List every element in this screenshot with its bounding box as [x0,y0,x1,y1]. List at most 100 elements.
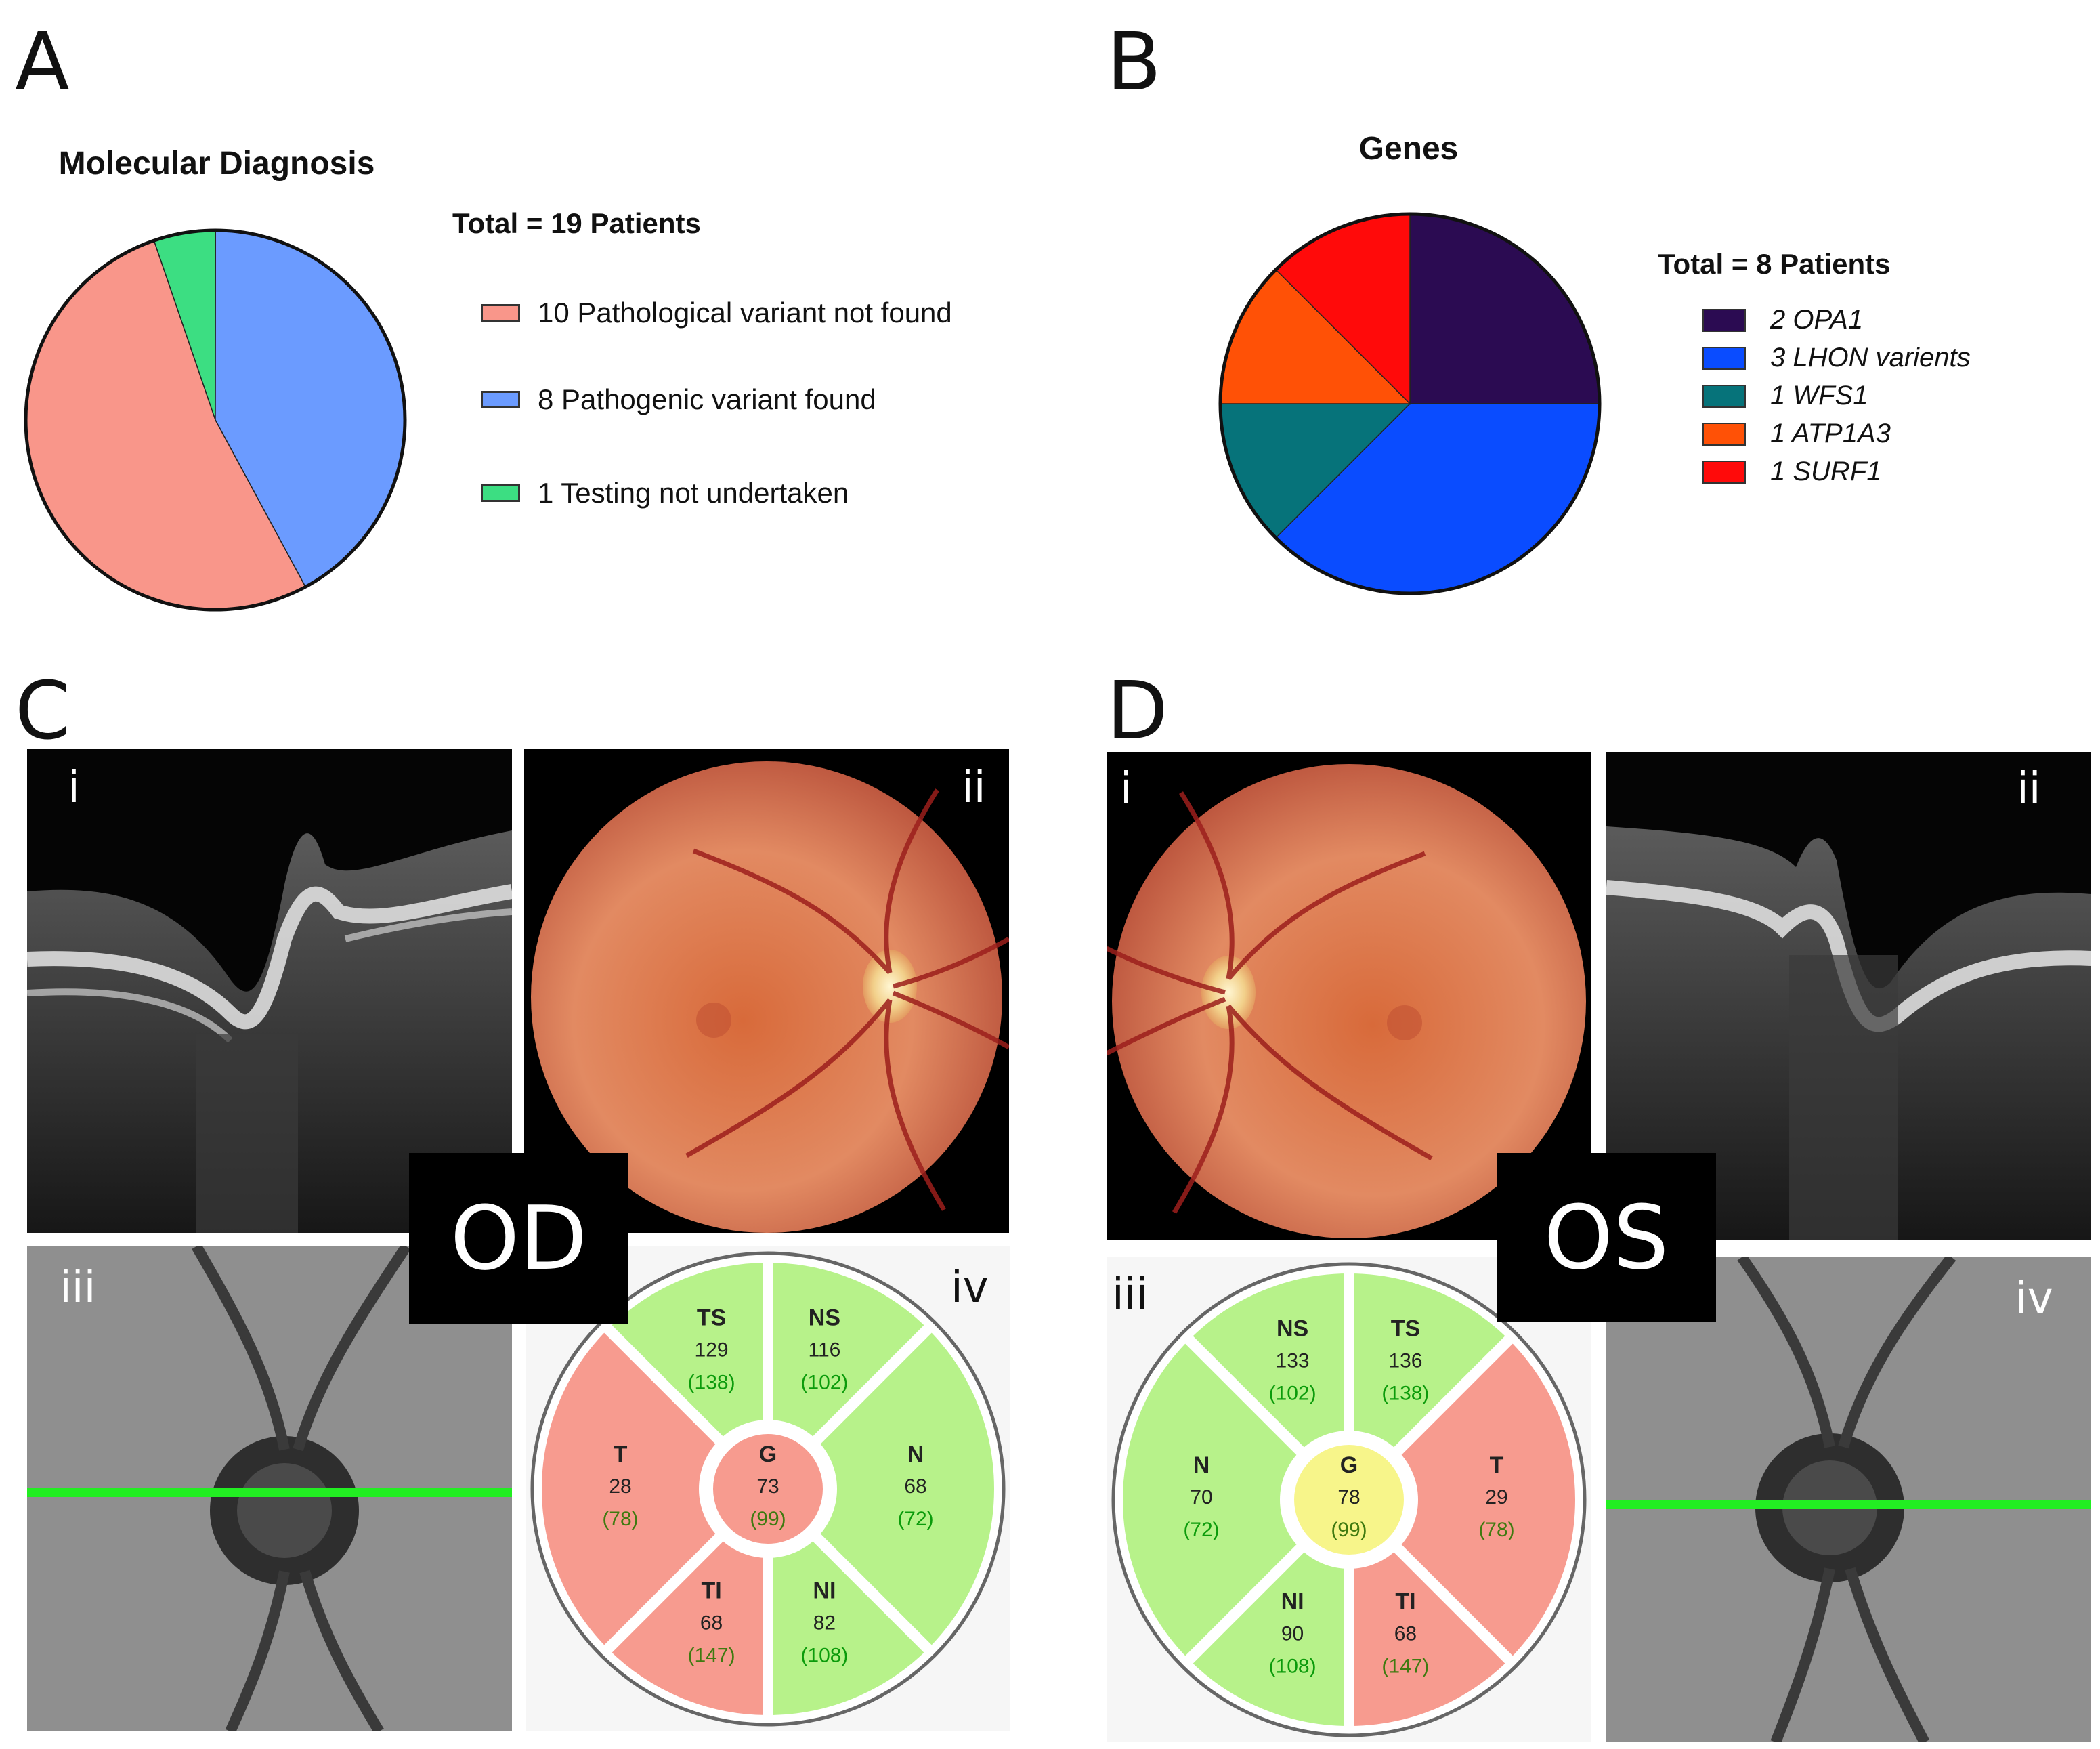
rnfl-sector-name: G [759,1441,777,1467]
label-i: i [1120,764,1132,814]
rnfl-sector-ts [1344,1262,1521,1462]
legend-label: 8 Pathogenic variant found [538,383,876,415]
rnfl-outline [530,1251,1006,1727]
rnfl-sector-name: NS [809,1305,840,1331]
rnfl-sector-g [1290,1441,1408,1559]
legend-swatch [1702,384,1746,408]
pie-outline [1218,212,1602,595]
rnfl-sector-reference: (102) [1269,1383,1316,1405]
panel-letter-c: C [15,664,71,757]
rnfl-sector-reference: (138) [1381,1383,1429,1405]
rnfl-sector-ti [1344,1537,1521,1737]
legend-label: 2 OPA1 [1770,305,1864,335]
rnfl-sector-reference: (138) [688,1372,735,1394]
label-iii: iii [1112,1269,1149,1320]
pie-b-total: Total = 8 Patients [1658,248,1891,280]
fundus-photo-od: ii [524,749,1009,1233]
rnfl-sector-ni [763,1526,940,1727]
label-iii: iii [60,1263,96,1313]
rnfl-sector-ni [1177,1537,1354,1737]
eye-label-os: OS [1497,1153,1716,1322]
label-iv: iv [951,1263,989,1313]
legend-label: 10 Pathological variant not found [538,297,952,329]
rnfl-sector-reference: (78) [602,1508,638,1530]
legend-swatch [1702,308,1746,332]
rnfl-sector-name: TS [1391,1316,1420,1342]
rnfl-sector-reference: (108) [800,1644,848,1666]
pie-outline [24,228,407,612]
rnfl-sector-value: 29 [1485,1486,1507,1509]
pie-chart-molecular-diagnosis [24,228,407,612]
rnfl-sector-g [709,1430,827,1548]
rnfl-sector-value: 28 [609,1475,631,1498]
oct-scan-od: i [27,749,512,1233]
label-i: i [68,763,80,813]
legend-swatch [481,304,520,322]
rnfl-sector-reference: (78) [1478,1519,1514,1541]
rnfl-sector-ts [596,1251,773,1452]
legend-label: 1 Testing not undertaken [538,477,849,509]
rnfl-sector-t [1386,1328,1586,1672]
rnfl-sector-name: G [1340,1452,1358,1478]
rnfl-sector-reference: (72) [1183,1519,1219,1541]
rnfl-sector-value: 90 [1281,1622,1304,1645]
legend-b-item: 1 SURF1 [1702,457,1882,487]
rnfl-sector-value: 73 [756,1475,779,1498]
legend-a-item: 1 Testing not undertaken [481,477,849,509]
rnfl-sector-value: 133 [1276,1350,1310,1372]
pie-a-title: Molecular Diagnosis [58,146,375,182]
rnfl-sector-value: 136 [1388,1350,1422,1372]
rnfl-sector-name: NI [1281,1588,1304,1614]
rnfl-sector-reference: (72) [897,1508,933,1530]
ir-image-os: iv [1606,1257,2091,1742]
rnfl-sector-reference: (147) [1381,1655,1429,1677]
legend-swatch [1702,422,1746,446]
legend-label: 3 LHON varients [1770,343,1971,373]
eye-label-od: OD [409,1153,628,1324]
pie-chart-genes [1218,212,1602,595]
rnfl-sector-ns [763,1251,940,1452]
label-ii: ii [962,763,986,813]
legend-label: 1 WFS1 [1770,381,1868,410]
rnfl-sector-value: 82 [813,1611,836,1634]
rnfl-sector-t [531,1317,731,1661]
legend-b-item: 3 LHON varients [1702,343,1971,373]
rnfl-outline [1111,1262,1587,1737]
rnfl-sector-reference: (108) [1269,1655,1316,1677]
label-iv: iv [2015,1273,2053,1324]
panel-letter-d: D [1107,664,1168,757]
rnfl-sector-diagram-os: TS136(138)T29(78)TI68(147)NI90(108)N70(7… [1107,1257,1591,1742]
rnfl-sector-value: 68 [1394,1622,1417,1645]
rnfl-sector-name: N [907,1441,924,1467]
panel-letter-a: A [15,15,70,108]
rnfl-sector-n [805,1317,1005,1661]
rnfl-sector-n [1112,1328,1312,1672]
rnfl-sector-name: N [1193,1452,1210,1478]
rnfl-sector-name: NI [813,1578,836,1603]
pie-b-title: Genes [1358,131,1459,167]
legend-b-item: 1 ATP1A3 [1702,419,1891,449]
rnfl-sector-name: TI [701,1578,721,1603]
rnfl-sector-name: TI [1395,1588,1415,1614]
rnfl-sector-name: TS [697,1305,726,1331]
rnfl-sector-reference: (99) [750,1508,786,1530]
legend-a-item: 10 Pathological variant not found [481,297,952,329]
rnfl-sector-value: 116 [809,1339,841,1362]
rnfl-sector-diagram-od: NS116(102)N68(72)NI82(108)TI68(147)T28(7… [526,1246,1010,1731]
rnfl-sector-value: 68 [700,1611,723,1634]
legend-label: 1 SURF1 [1770,457,1882,486]
rnfl-sector-value: 129 [695,1339,729,1362]
rnfl-sector-ti [596,1526,773,1727]
rnfl-sector-reference: (102) [800,1372,848,1394]
rnfl-sector-name: T [1490,1452,1504,1478]
panel-letter-b: B [1107,15,1161,108]
rnfl-sector-name: NS [1277,1316,1308,1342]
legend-swatch [481,391,520,408]
rnfl-sector-value: 68 [904,1475,926,1498]
ir-image-od: iii [27,1246,512,1731]
legend-b-item: 1 WFS1 [1702,381,1868,411]
legend-label: 1 ATP1A3 [1770,419,1891,448]
rnfl-sector-reference: (99) [1331,1519,1367,1541]
pie-a-total: Total = 19 Patients [452,207,701,239]
label-ii: ii [2017,764,2041,814]
